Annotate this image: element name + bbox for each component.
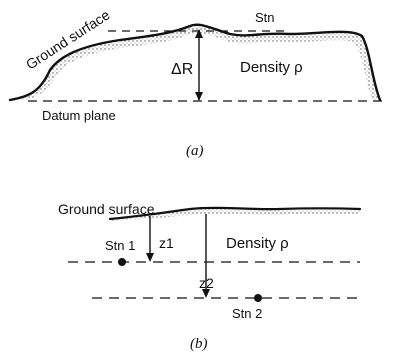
delta-r-arrow-down — [195, 92, 203, 101]
ground-surface-line-a — [8, 23, 382, 102]
caption-a: (a) — [186, 143, 204, 159]
station-2-label: Stn 2 — [232, 306, 262, 321]
z1-arrow-head — [146, 253, 154, 262]
ground-surface-label-b: Ground surface — [58, 201, 155, 217]
caption-b: (b) — [190, 336, 208, 352]
station-2-marker — [254, 294, 262, 302]
panel-b: Ground surface Stn 1 z1 Density ρ z2 Stn… — [58, 201, 362, 352]
panel-a: Ground surface Stn ΔR Density ρ Datum pl… — [8, 6, 386, 159]
z2-arrow-head — [202, 289, 210, 298]
datum-plane-label: Datum plane — [42, 108, 116, 123]
delta-r-label: ΔR — [171, 61, 193, 78]
density-label-b: Density ρ — [226, 235, 289, 252]
station-1-label: Stn 1 — [105, 238, 135, 253]
density-label-a: Density ρ — [240, 59, 303, 76]
z1-label: z1 — [159, 235, 174, 251]
station-1-marker — [118, 258, 126, 266]
ground-surface-line-b — [108, 206, 362, 221]
z2-label: z2 — [199, 275, 214, 291]
station-label-a: Stn — [255, 10, 275, 25]
delta-r-arrow-up — [195, 29, 203, 38]
ground-surface-stipple-b — [110, 207, 360, 221]
